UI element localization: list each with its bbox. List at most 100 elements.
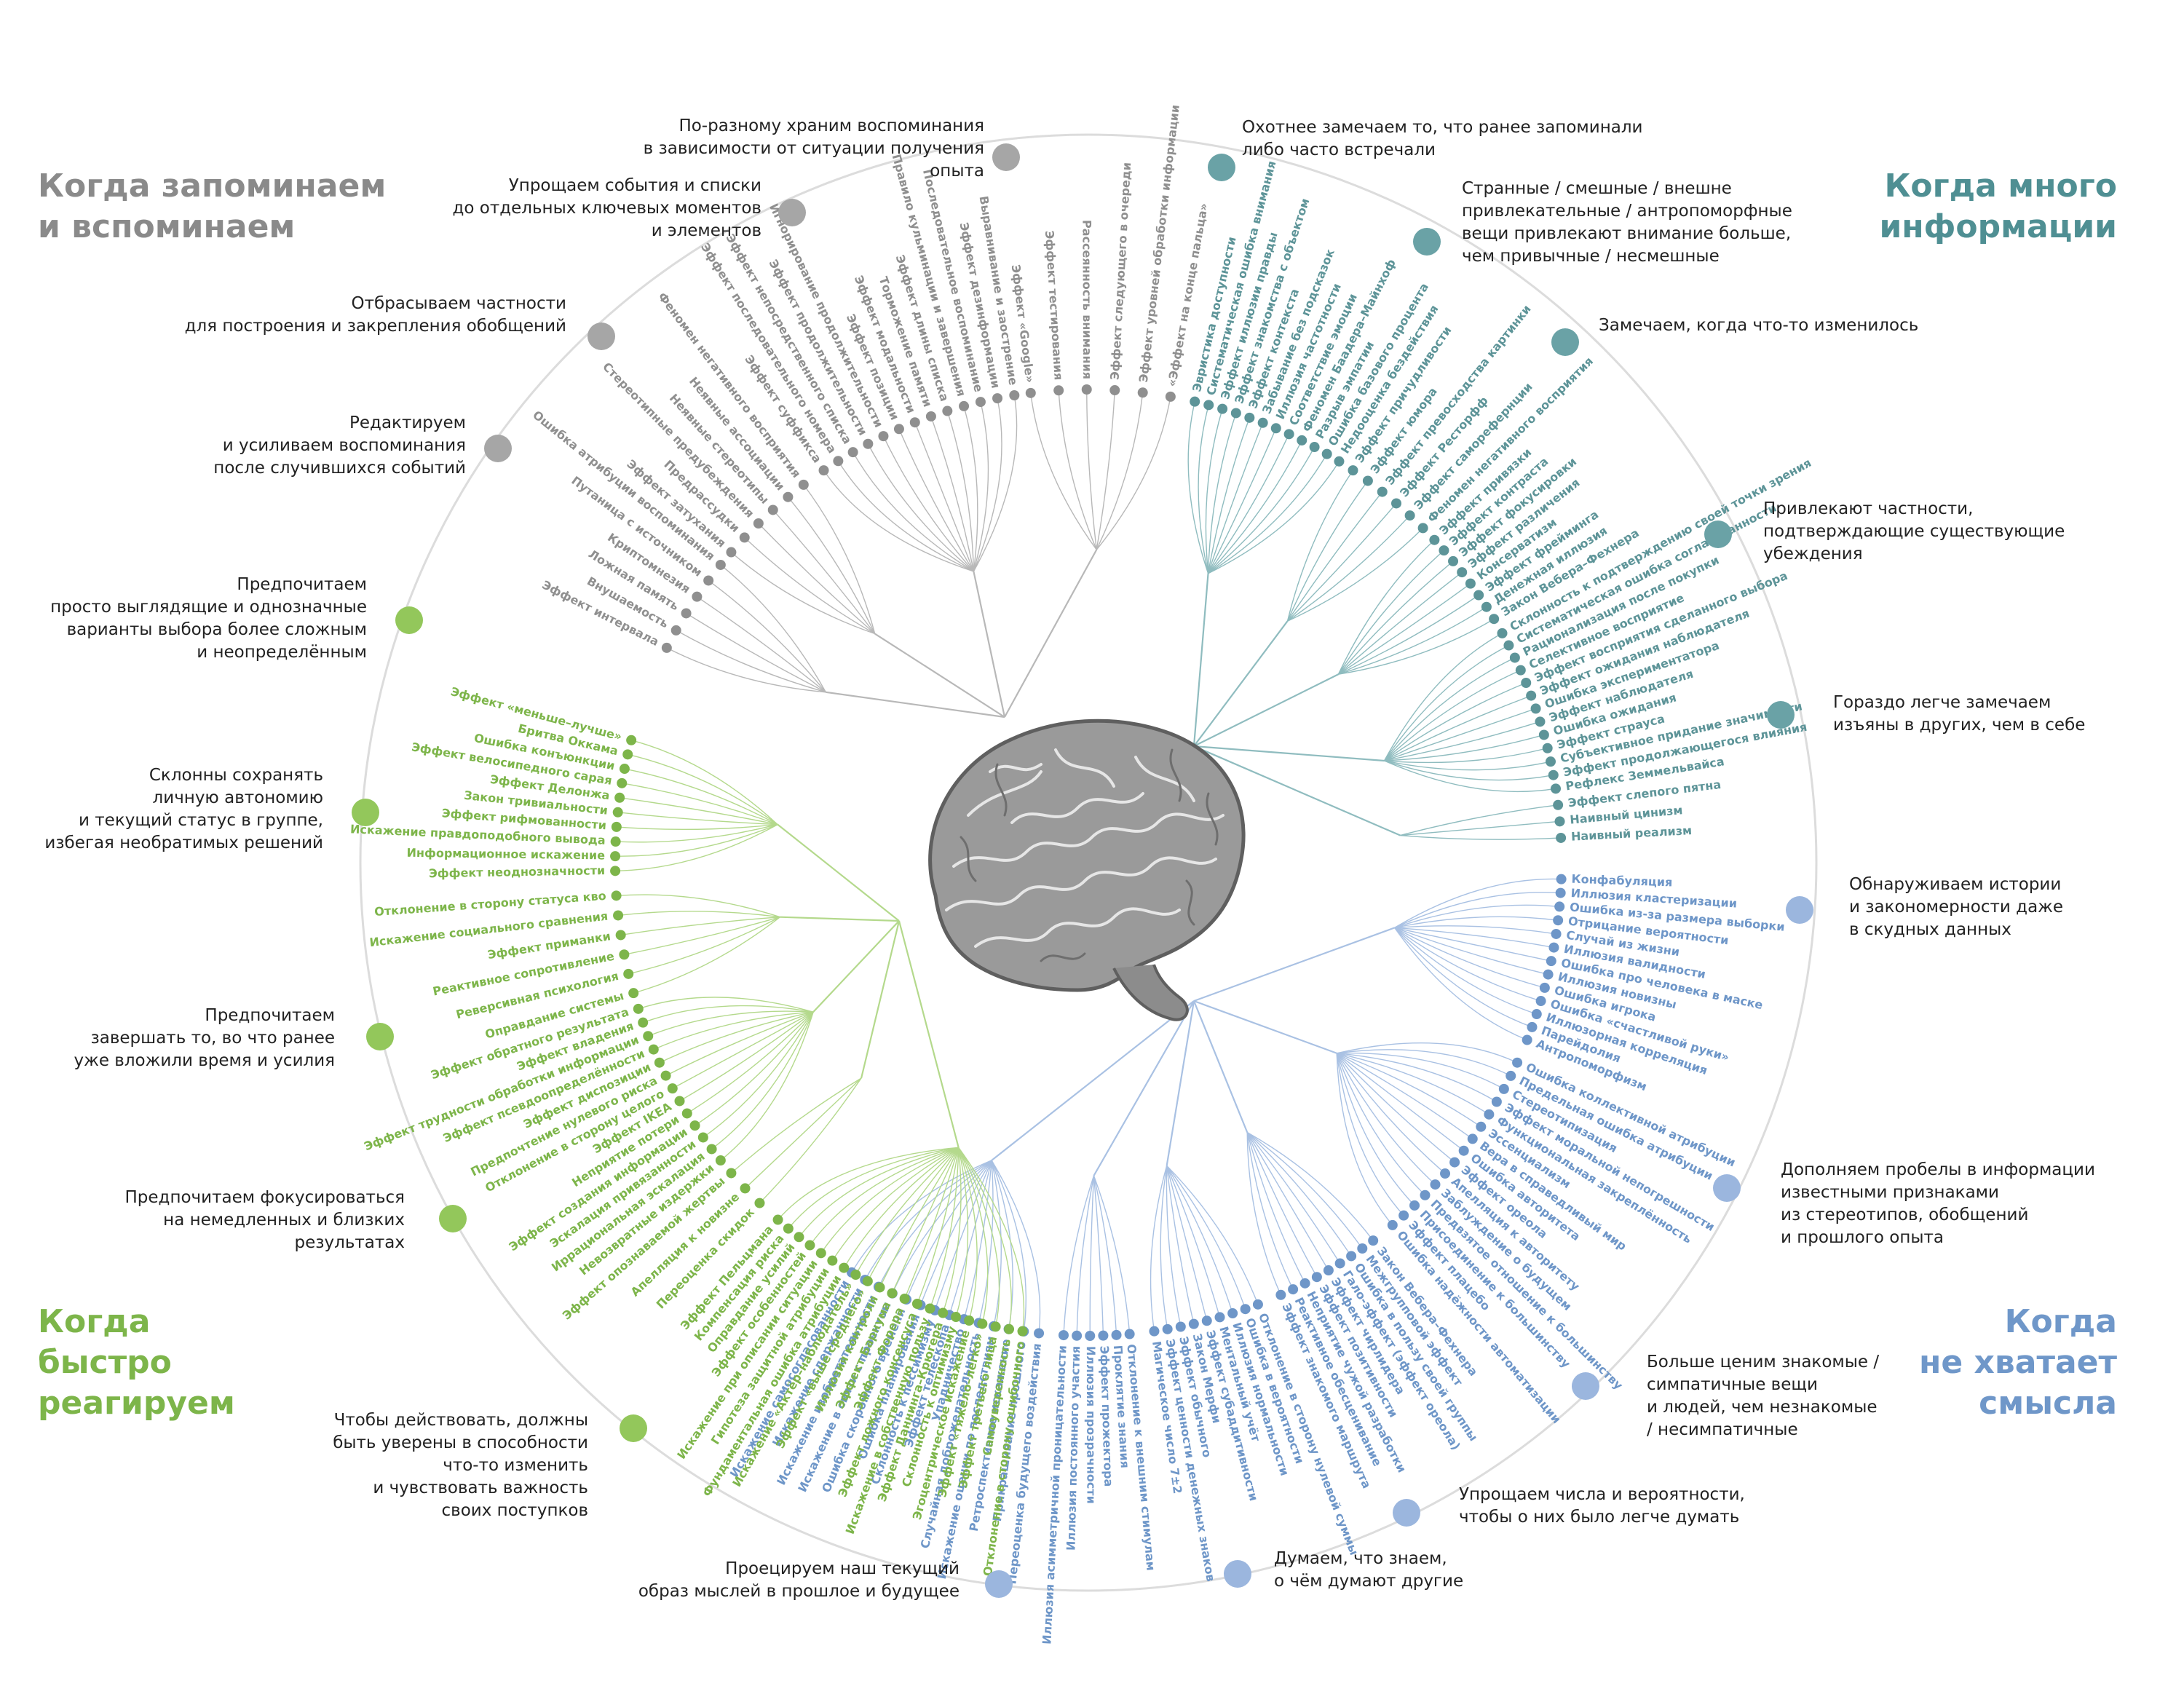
bias-dot [740, 1183, 751, 1194]
leaf-line [823, 470, 974, 572]
category-label-mean1: Обнаруживаем истории и закономерности да… [1849, 875, 2064, 939]
category-dot-mean2[interactable] [1713, 1174, 1741, 1202]
bias-dot [818, 465, 829, 476]
bias-dot [661, 642, 672, 653]
bias-dot [899, 1293, 910, 1304]
bias-dot [1553, 799, 1564, 810]
bias-dot [1449, 1157, 1460, 1168]
category-label-mem4: Редактируем и усиливаем воспоминания пос… [213, 413, 466, 478]
leaf-line [1160, 1165, 1168, 1329]
bias-dot [893, 424, 904, 435]
category-dot-mem2[interactable] [778, 199, 806, 226]
category-dot-fast4[interactable] [439, 1205, 467, 1232]
category-dot-mem3[interactable] [587, 322, 615, 350]
branch-line [1192, 573, 1209, 747]
bias-dot [847, 447, 858, 458]
bias-dot [715, 1155, 726, 1166]
category-dot-mean3[interactable] [1572, 1372, 1599, 1400]
leaf-line [787, 496, 876, 634]
leaf-line [695, 1011, 814, 1126]
bias-dot [1165, 391, 1176, 402]
bias-dot [674, 1096, 685, 1107]
leaf-line [665, 1011, 814, 1077]
bias-dot [1334, 456, 1345, 467]
bias-dot [1201, 1315, 1212, 1326]
leaf-line [1394, 927, 1554, 949]
leaf-line [958, 1147, 1000, 1327]
branch-line [860, 920, 901, 1079]
category-dot-mean5[interactable] [1224, 1560, 1251, 1588]
leaf-line [978, 1160, 994, 1323]
category-label-mean3: Больше ценим знакомые / симпатичные вещи… [1647, 1353, 1880, 1439]
bias-dot [909, 417, 920, 428]
bias-dot [633, 1003, 644, 1014]
category-dot-info3[interactable] [1551, 328, 1579, 356]
leaf-line [697, 596, 826, 693]
bias-dot [1538, 729, 1549, 740]
leaf-line [1394, 892, 1561, 929]
category-dot-info5[interactable] [1767, 701, 1795, 729]
bias-dot [1530, 703, 1541, 714]
bias-dot [1476, 1121, 1487, 1132]
bias-dot [1506, 1070, 1516, 1081]
category-dot-info4[interactable] [1704, 521, 1732, 548]
leaf-line [1246, 1132, 1329, 1271]
bias-dot [1491, 1096, 1502, 1107]
leaf-line [949, 1160, 992, 1315]
bias-dot [739, 532, 750, 543]
bias-dot [1489, 614, 1500, 625]
bias-dot [1509, 652, 1520, 663]
bias-dot [1309, 442, 1320, 453]
leaf-line [647, 1010, 814, 1037]
category-dot-mean1[interactable] [1786, 896, 1813, 924]
bias-dot [1058, 1330, 1069, 1341]
bias-dot [827, 1255, 838, 1266]
quadrant-title-meaning: Когда не хватает смысла [1918, 1303, 2117, 1422]
leaf-line [711, 1011, 814, 1149]
leaf-line [708, 579, 826, 693]
category-dot-fast5[interactable] [620, 1414, 647, 1442]
bias-dot [863, 438, 874, 449]
leaf-line [843, 1147, 960, 1268]
leaf-line [1246, 1131, 1374, 1241]
leaf-line [1383, 644, 1509, 761]
leaf-line [864, 1160, 992, 1281]
bias-dot [1288, 1284, 1299, 1295]
leaf-line [616, 894, 780, 918]
bias-dot [1311, 1272, 1322, 1283]
bias-dot [1526, 690, 1537, 701]
category-dot-mean6[interactable] [985, 1570, 1013, 1598]
bias-dot [1387, 1219, 1398, 1230]
leaf-line [1063, 1175, 1095, 1336]
leaf-line [1286, 480, 1369, 622]
leaf-line [720, 1011, 814, 1161]
bias-dot [1522, 1034, 1532, 1045]
bias-label: Конфабуляция [1571, 872, 1672, 890]
category-dot-fast3[interactable] [366, 1023, 394, 1050]
category-dot-fast2[interactable] [352, 799, 379, 826]
bias-dot [1498, 1083, 1509, 1094]
category-dot-info1[interactable] [1208, 154, 1235, 181]
category-dot-mem1[interactable] [992, 143, 1020, 171]
bias-dot [753, 518, 764, 529]
bias-dot [1348, 465, 1358, 476]
category-dot-info2[interactable] [1413, 228, 1441, 256]
leaf-line [1093, 1175, 1131, 1334]
leaf-line [809, 1147, 959, 1246]
leaf-line [1207, 434, 1290, 574]
category-dot-mean4[interactable] [1393, 1499, 1420, 1527]
leaf-line [958, 1147, 989, 1324]
bias-dot [1283, 429, 1294, 440]
leaf-line [1207, 422, 1264, 574]
leaf-line [991, 1160, 1041, 1334]
bias-dot [839, 1262, 850, 1273]
category-label-fast2: Склонны сохранять личную автономию и тек… [44, 766, 323, 852]
leaf-line [1096, 392, 1144, 550]
leaf-line [1394, 927, 1527, 1041]
bias-dot [1017, 1326, 1028, 1337]
leaf-line [687, 1011, 814, 1115]
bias-dot [1548, 942, 1559, 953]
category-dot-mem4[interactable] [484, 435, 512, 462]
category-dot-fast1[interactable] [395, 606, 423, 634]
bias-dot [1240, 1304, 1251, 1315]
